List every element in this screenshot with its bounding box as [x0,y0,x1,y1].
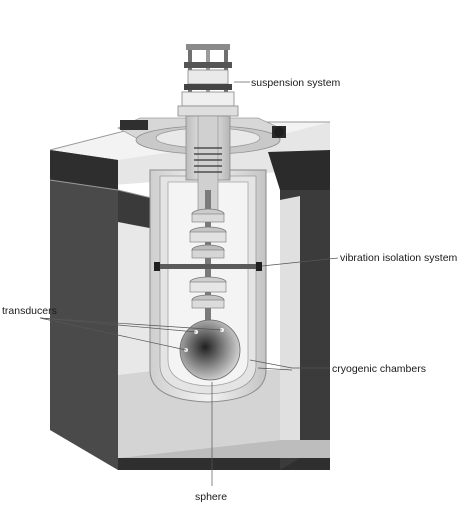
label-transducers: transducers [2,305,57,317]
left-flange [120,120,148,130]
vibration-isolation-system [154,190,262,330]
label-sphere: sphere [195,491,227,503]
suspension-system [177,44,239,117]
label-suspension-system: suspension system [251,77,341,89]
leader-lines [39,81,339,486]
shaft-spring [194,147,222,173]
label-vibration-isolation-system: vibration isolation system [340,252,458,264]
label-cryogenic-chambers: cryogenic chambers [332,363,426,375]
